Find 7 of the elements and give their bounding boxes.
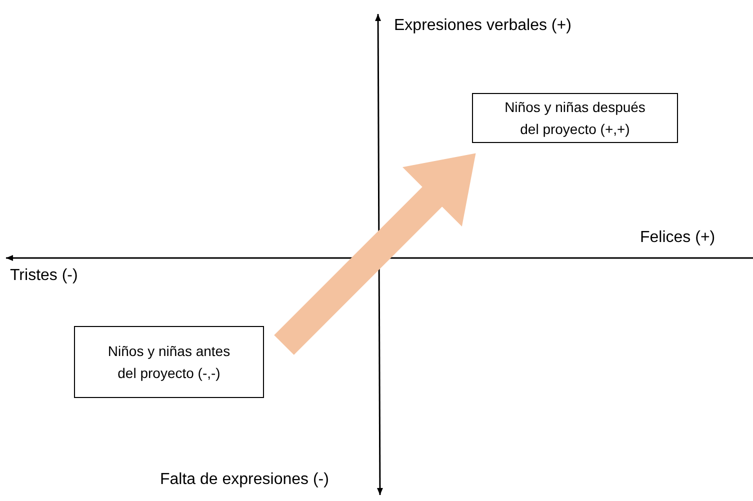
axis-label: Expresiones verbales (+): [394, 16, 572, 36]
axis-label: Felices (+): [640, 228, 716, 248]
arrow: [274, 153, 476, 355]
axis-label: Falta de expresiones (-): [160, 470, 329, 490]
text-box: Niños y niñas después del proyecto (+,+): [472, 93, 678, 143]
text-box: Niños y niñas antes del proyecto (-,-): [74, 326, 264, 398]
axis-label: Tristes (-): [10, 266, 78, 286]
